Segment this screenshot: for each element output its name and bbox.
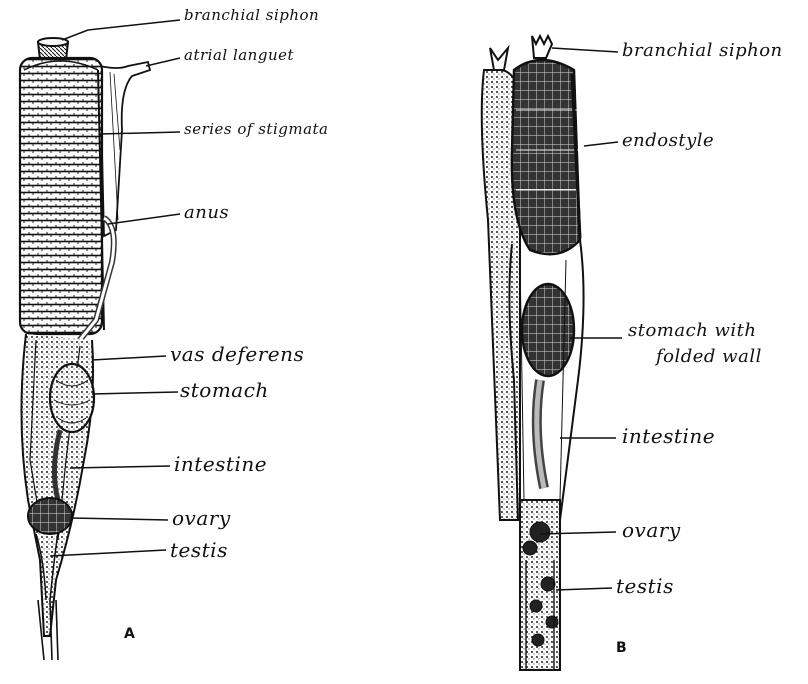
label-a-testis: testis — [170, 538, 228, 562]
label-a-branchial-siphon: branchial siphon — [184, 6, 319, 24]
label-b-ovary: ovary — [622, 518, 681, 542]
specimen-a-drawing — [20, 38, 150, 660]
label-b-branchial-siphon: branchial siphon — [622, 40, 783, 61]
label-b-stomach-line2: folded wall — [656, 346, 762, 367]
label-a-ovary: ovary — [172, 506, 231, 530]
label-a-series-of-stigmata: series of stigmata — [184, 120, 329, 138]
label-b-stomach-line1: stomach with — [628, 320, 757, 341]
label-b-endostyle: endostyle — [622, 130, 714, 151]
label-a-atrial-languet: atrial languet — [184, 46, 294, 64]
label-b-intestine: intestine — [622, 424, 715, 448]
panel-label-a: A — [124, 626, 135, 642]
label-b-testis: testis — [616, 574, 674, 598]
label-a-anus: anus — [184, 202, 229, 223]
label-a-vas-deferens: vas deferens — [170, 342, 304, 366]
label-a-intestine: intestine — [174, 452, 267, 476]
panel-label-b: B — [616, 640, 627, 656]
specimen-b-drawing — [482, 36, 584, 670]
label-a-stomach: stomach — [180, 378, 269, 402]
